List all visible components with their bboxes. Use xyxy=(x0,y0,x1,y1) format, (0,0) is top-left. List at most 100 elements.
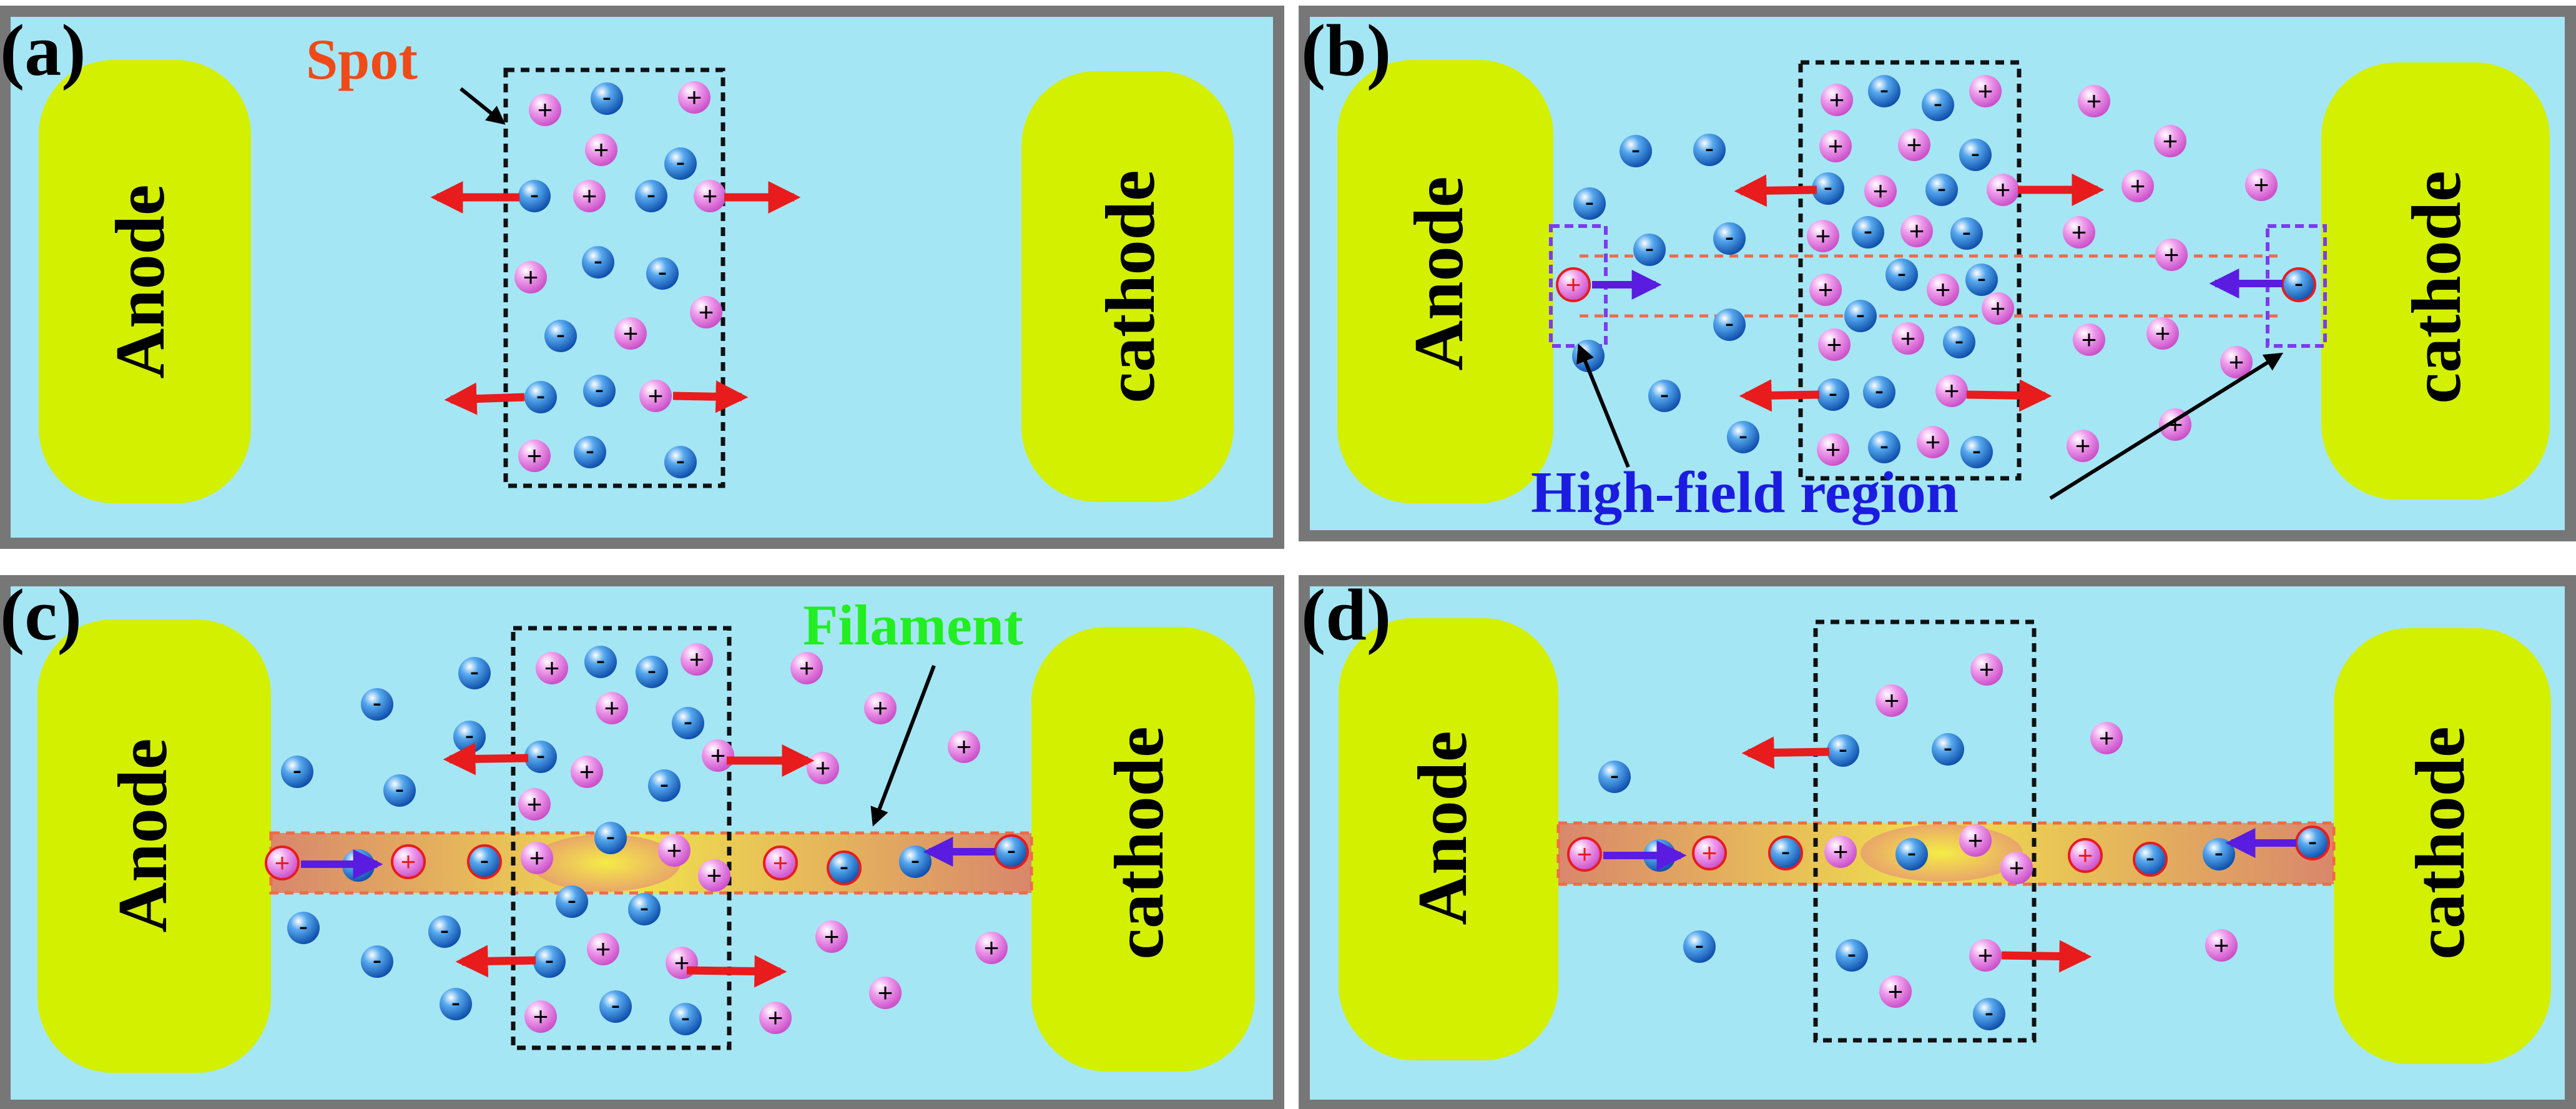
positive-ion: + xyxy=(864,692,897,724)
ion-sign: + xyxy=(2254,170,2269,199)
ion-sign: - xyxy=(1847,939,1857,969)
positive-ion: + xyxy=(1917,426,1949,458)
ion-sign: + xyxy=(699,297,714,327)
negative-ion: - xyxy=(1959,138,1992,171)
cathode-electrode xyxy=(2334,628,2551,1064)
filament-pointer-arrow xyxy=(870,664,936,827)
positive-ion: + xyxy=(1819,130,1852,162)
ion-sign: + xyxy=(2072,217,2087,247)
negative-ion: - xyxy=(2133,842,2168,877)
ion-drift-arrow xyxy=(1966,379,2052,412)
positive-ion: + xyxy=(1807,220,1839,252)
ion-sign: - xyxy=(1955,325,1964,356)
cathode-label: cathode xyxy=(1101,726,1178,959)
ion-sign: + xyxy=(873,693,888,722)
positive-ion: + xyxy=(1692,835,1727,870)
negative-ion: - xyxy=(1768,835,1803,870)
positive-ion: + xyxy=(1982,292,2014,325)
negative-ion: - xyxy=(1598,760,1631,793)
negative-ion: - xyxy=(544,319,577,352)
positive-ion: + xyxy=(1987,174,2019,206)
ion-sign: + xyxy=(1900,323,1916,353)
ion-sign: - xyxy=(602,82,612,112)
panel-tag: (c) xyxy=(0,574,82,656)
positive-ion: + xyxy=(975,932,1008,964)
ion-sign: - xyxy=(1971,138,1980,169)
ion-sign: + xyxy=(2075,431,2091,460)
positive-ion: + xyxy=(2220,346,2253,378)
ion-sign: + xyxy=(2163,126,2178,155)
ion-sign: - xyxy=(480,845,489,875)
positive-ion: + xyxy=(2078,85,2110,117)
negative-ion: - xyxy=(467,844,502,879)
positive-ion: + xyxy=(1879,975,1912,1008)
ion-sign: - xyxy=(658,257,667,287)
ion-sign: + xyxy=(1577,839,1593,869)
positive-ion: + xyxy=(639,380,672,412)
cathode-electrode xyxy=(1021,71,1234,502)
negative-ion: - xyxy=(1713,222,1746,255)
ion-drift-arrow xyxy=(1741,736,1830,769)
ion-sign: + xyxy=(623,318,639,348)
ion-sign: + xyxy=(1888,977,1904,1006)
ion-drift-arrow xyxy=(672,380,749,413)
ion-sign: - xyxy=(2146,842,2155,873)
ions-a: + - + + - - + - + - + - + - + - - + + - … xyxy=(514,81,726,478)
negative-ion: - xyxy=(1817,378,1849,411)
ion-sign: + xyxy=(1818,275,1834,304)
ion-drift-arrow xyxy=(443,742,529,776)
positive-ion: + xyxy=(698,859,730,892)
negative-ion: - xyxy=(524,740,557,773)
negative-ion: - xyxy=(1713,308,1746,341)
ion-sign: + xyxy=(707,860,722,890)
negative-ion: - xyxy=(1844,299,1877,332)
ion-sign: - xyxy=(611,990,621,1020)
ion-sign: + xyxy=(768,1003,784,1032)
negative-ion: - xyxy=(1693,133,1726,166)
ion-sign: + xyxy=(2164,240,2180,269)
positive-ion: + xyxy=(1935,375,1968,407)
negative-ion: - xyxy=(440,987,472,1020)
ion-sign: - xyxy=(1824,172,1833,202)
positive-ion: + xyxy=(1821,84,1853,116)
ion-sign: - xyxy=(530,179,539,210)
negative-ion: - xyxy=(1973,997,2005,1030)
positive-ion: + xyxy=(1875,684,1908,717)
ion-sign: - xyxy=(1739,420,1748,451)
ion-sign: - xyxy=(1631,134,1641,165)
ion-sign: + xyxy=(1925,427,1941,456)
ion-sign: - xyxy=(676,147,686,177)
ion-sign: + xyxy=(1873,176,1889,205)
ion-sign: - xyxy=(1585,187,1595,217)
negative-ion: - xyxy=(583,374,616,407)
negative-ion: - xyxy=(1827,734,1859,767)
positive-ion: + xyxy=(2245,169,2278,201)
positive-ion: + xyxy=(571,756,603,788)
ion-sign: + xyxy=(594,135,609,164)
negative-ion: - xyxy=(2295,826,2330,860)
ion-sign: + xyxy=(1909,216,1925,245)
positive-ion: + xyxy=(2205,929,2238,962)
ion-drift-arrow xyxy=(686,955,787,988)
negative-ion: - xyxy=(636,655,668,688)
ion-sign: - xyxy=(299,911,308,942)
ion-sign: - xyxy=(640,892,649,923)
ion-sign: + xyxy=(1827,330,1842,359)
ion-sign: + xyxy=(1829,85,1845,114)
positive-ion: + xyxy=(1900,215,1933,247)
ion-sign: - xyxy=(606,821,616,852)
positive-ion: + xyxy=(1824,835,1857,868)
positive-ion: + xyxy=(690,296,722,328)
ion-sign: - xyxy=(545,945,554,975)
positive-ion: + xyxy=(1567,837,1602,872)
negative-ion: - xyxy=(556,885,588,918)
ion-sign: + xyxy=(527,789,543,819)
positive-ion: + xyxy=(1970,653,2003,686)
ion-sign: - xyxy=(647,655,657,686)
ion-sign: - xyxy=(1705,133,1714,164)
panel-b: Anode cathode (b) - - - - - - - - - + - … xyxy=(1299,6,2576,541)
ion-sign: - xyxy=(1907,837,1917,868)
ion-sign: + xyxy=(2214,930,2229,960)
ion-sign: + xyxy=(523,262,539,292)
